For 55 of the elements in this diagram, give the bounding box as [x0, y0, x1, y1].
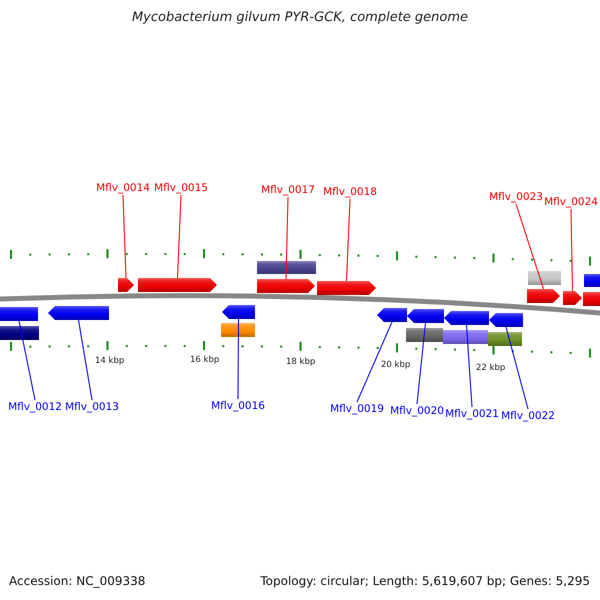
feature-bar [584, 274, 600, 287]
feature-bar [0, 307, 38, 321]
feature-bar [221, 323, 255, 337]
feature-bar [0, 326, 39, 340]
accession-text: Accession: NC_009338 [9, 574, 146, 588]
gene-block [138, 278, 217, 292]
leader-line [238, 318, 239, 400]
gene-block [377, 308, 407, 322]
gene-block [48, 306, 109, 320]
gene-block [118, 278, 134, 292]
leader-line [416, 322, 426, 404]
gene-label: Mflv_0019 [330, 403, 384, 415]
tick-label: 18 kbp [286, 357, 316, 367]
gene-label: Mflv_0023 [489, 191, 543, 203]
gene-block [317, 281, 376, 295]
gene-label: Mflv_0016 [211, 400, 265, 412]
gene-block [527, 289, 560, 303]
leader-line [356, 322, 392, 402]
gene-label: Mflv_0018 [323, 186, 377, 198]
gene-block [407, 309, 444, 323]
tick-label: 14 kbp [95, 356, 124, 366]
gene-label: Mflv_0015 [154, 182, 208, 194]
gene-block [563, 291, 582, 305]
leader-line [516, 204, 544, 290]
gene-block [444, 311, 489, 325]
feature-bar [488, 332, 522, 346]
gene-label: Mflv_0013 [65, 401, 119, 413]
leader-line [570, 208, 573, 292]
leader-line [286, 196, 288, 280]
gene-block [489, 313, 523, 327]
gene-block [257, 279, 315, 293]
leader-line [466, 324, 472, 408]
gene-label: Mflv_0012 [8, 401, 62, 413]
feature-bar [528, 271, 561, 285]
leader-line [506, 326, 528, 410]
feature-bar [583, 292, 600, 306]
gene-label: Mflv_0014 [96, 182, 150, 194]
leader-line [346, 198, 350, 282]
leader-line [122, 194, 126, 278]
leader-line [78, 320, 92, 400]
leader-line [177, 194, 182, 278]
gene-block [222, 305, 255, 319]
tick-label: 16 kbp [190, 355, 220, 365]
gene-label: Mflv_0021 [445, 408, 499, 420]
feature-bar [406, 328, 443, 342]
genome-info-text: Topology: circular; Length: 5,619,607 bp; Genes: 5,295 [260, 574, 590, 588]
gene-label: Mflv_0017 [261, 184, 315, 196]
tick-label: 22 kbp [476, 363, 506, 373]
gene-label: Mflv_0020 [390, 405, 444, 417]
feature-bar [257, 261, 316, 274]
gene-label: Mflv_0022 [501, 410, 555, 422]
feature-bar [443, 330, 488, 344]
tick-label: 20 kbp [381, 360, 410, 370]
gene-label: Mflv_0024 [544, 196, 598, 208]
title: Mycobacterium gilvum PYR-GCK, complete genome [130, 10, 470, 25]
